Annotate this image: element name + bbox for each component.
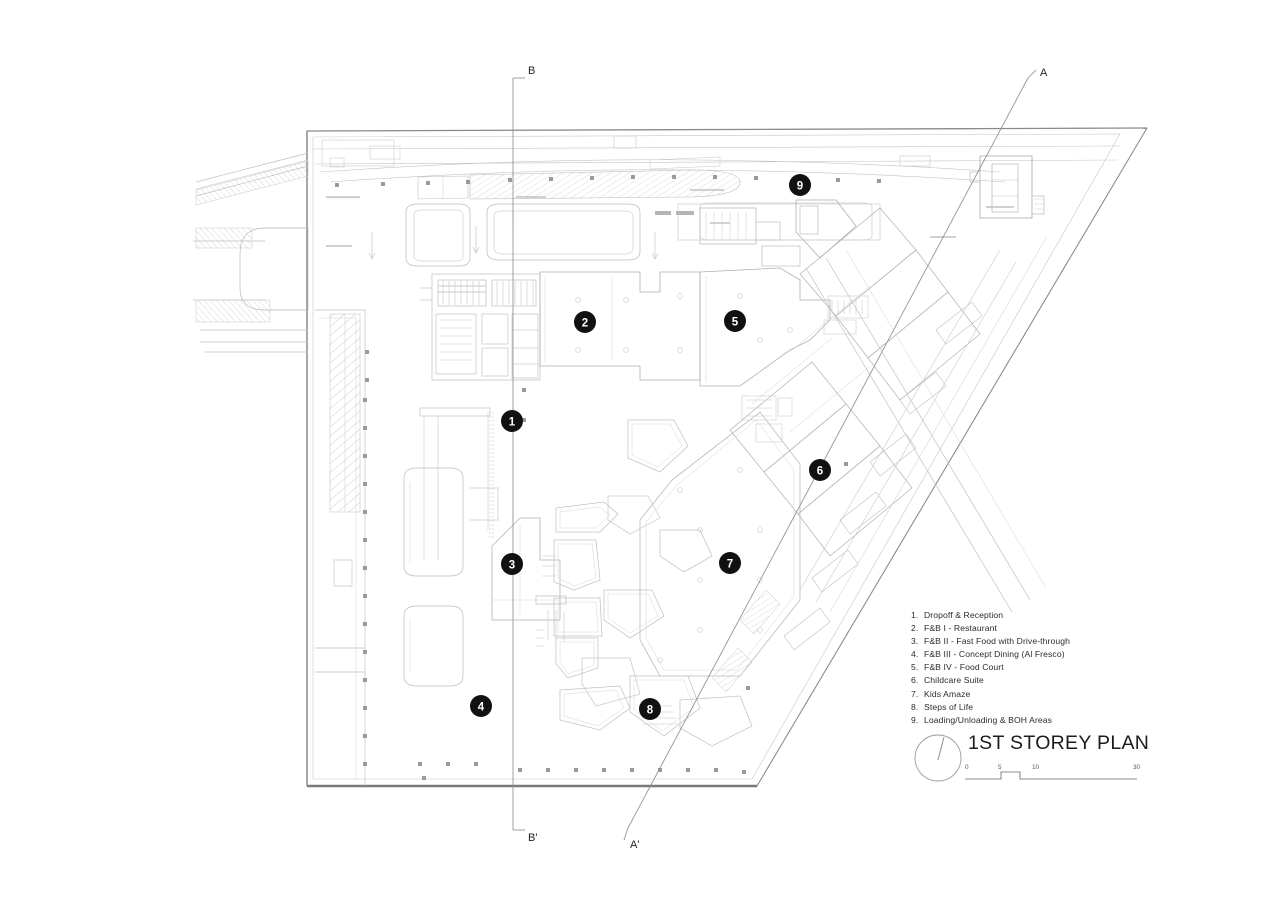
boh-building: [969, 155, 1045, 219]
section-label-b: B: [528, 65, 535, 77]
svg-text:2: 2: [582, 318, 588, 330]
legend-item-7-num: 7.: [911, 688, 919, 699]
title-block: 1ST STOREY PLAN 0 5 10 30: [910, 728, 1150, 788]
loading-boh-rooms: [699, 199, 857, 267]
plan-marker-1[interactable]: 1: [501, 410, 523, 432]
carpark-column-grid-2: [418, 762, 746, 780]
legend-item-9-label: Loading/Unloading & BOH Areas: [924, 714, 1053, 725]
scale-bar-labels: 0 5 10 30: [965, 764, 1140, 788]
svg-text:5: 5: [732, 317, 739, 329]
plan-marker-3[interactable]: 3: [501, 553, 523, 575]
legend-item-2: 2. F&B I - Restaurant: [911, 622, 1141, 635]
plan-marker-7[interactable]: 7: [719, 552, 741, 574]
legend-item-8: 8. Steps of Life: [911, 701, 1141, 714]
plan-marker-5[interactable]: 5: [724, 310, 746, 332]
angled-retail-strip: [751, 207, 981, 433]
svg-text:4: 4: [478, 702, 485, 714]
carpark-pods: [403, 407, 499, 687]
legend-list: 1. Dropoff & Reception 2. F&B I - Restaura…: [911, 609, 1141, 727]
ramp-hatch: [329, 313, 361, 513]
svg-text:9: 9: [797, 181, 803, 193]
legend-item-6: 6. Childcare Suite: [911, 674, 1141, 687]
legend-item-3-num: 3.: [911, 636, 919, 647]
service-corridor-diagonal: [805, 249, 1047, 613]
legend-item-9-num: 9.: [911, 714, 919, 725]
svg-text:7: 7: [727, 559, 733, 571]
service-core-upper: [420, 273, 541, 381]
legend-item-4: 4. F&B III - Concept Dining (Al Fresco): [911, 648, 1141, 661]
plan-marker-9[interactable]: 9: [789, 174, 811, 196]
svg-text:1: 1: [509, 417, 516, 429]
plan-marker-4[interactable]: 4: [470, 695, 492, 717]
scale-tick-0: 0: [965, 764, 969, 771]
foodcourt-columns: [575, 293, 793, 353]
section-label-a: A: [1040, 67, 1048, 79]
boundary-road-right: [799, 237, 1047, 613]
legend-item-5-num: 5.: [911, 662, 919, 673]
section-line-b: [512, 77, 525, 831]
building-outline: [306, 127, 1148, 788]
page-title: 1ST STOREY PLAN: [968, 732, 1150, 754]
legend-item-3: 3. F&B II - Fast Food with Drive-through: [911, 635, 1141, 648]
road-hatching-left: [195, 160, 309, 323]
stop-marking: [655, 211, 694, 215]
legend-item-8-num: 8.: [911, 701, 919, 712]
legend-item-5: 5. F&B IV - Food Court: [911, 661, 1141, 674]
legend-item-4-label: F&B III - Concept Dining (Al Fresco): [924, 649, 1065, 660]
scale-tick-5: 5: [998, 764, 1002, 771]
legend-item-4-num: 4.: [911, 649, 919, 660]
dropoff-annotations: [326, 189, 1014, 247]
legend-item-1-label: Dropoff & Reception: [924, 610, 1004, 620]
dropoff-islands: [405, 202, 881, 267]
fb1-restaurant-block: [539, 271, 701, 381]
section-label-b-prime: B': [528, 832, 537, 844]
section-line-a: [623, 69, 1037, 841]
legend-item-3-label: F&B II - Fast Food with Drive-through: [924, 636, 1071, 647]
svg-text:3: 3: [509, 560, 515, 572]
scale-tick-30: 30: [1133, 764, 1141, 771]
svg-text:6: 6: [817, 466, 823, 478]
plan-marker-6[interactable]: 6: [809, 459, 831, 481]
angled-units-lower: [729, 361, 913, 557]
scale-bar: [965, 771, 1137, 780]
svg-text:8: 8: [647, 705, 654, 717]
misc-fittings: [741, 295, 869, 443]
kids-amaze-block: [639, 411, 801, 677]
plan-marker-2[interactable]: 2: [574, 311, 596, 333]
bottom-right-hatch: [711, 589, 781, 693]
legend-item-1-num: 1.: [911, 610, 919, 620]
legend-item-2-num: 2.: [911, 623, 919, 634]
legend-item-7: 7. Kids Amaze: [911, 688, 1141, 701]
dropoff-arrows: [368, 212, 659, 260]
column-dots-mid: [522, 388, 848, 690]
carpark-columns: [363, 350, 369, 766]
legend-item-7-label: Kids Amaze: [924, 688, 971, 699]
north-arrow: [914, 734, 962, 782]
scale-tick-10: 10: [1032, 764, 1040, 771]
legend-item-8-label: Steps of Life: [924, 701, 974, 712]
legend-item-9: 9. Loading/Unloading & BOH Areas: [911, 714, 1141, 727]
fb4-foodcourt-block: [699, 267, 831, 387]
legend-item-6-num: 6.: [911, 675, 919, 686]
plan-marker-8[interactable]: 8: [639, 698, 661, 720]
legend-item-1: 1. Dropoff & Reception: [911, 609, 1141, 622]
legend-item-5-label: F&B IV - Food Court: [924, 662, 1004, 673]
plan-markers: 1 2 3 4 5 6 7 8: [470, 174, 831, 720]
landscape-polygons: [553, 419, 753, 747]
section-label-a-prime: A': [630, 839, 639, 851]
dotted-wall: [489, 412, 494, 540]
legend-item-6-label: Childcare Suite: [924, 675, 984, 686]
legend-item-2-label: F&B I - Restaurant: [924, 623, 997, 634]
